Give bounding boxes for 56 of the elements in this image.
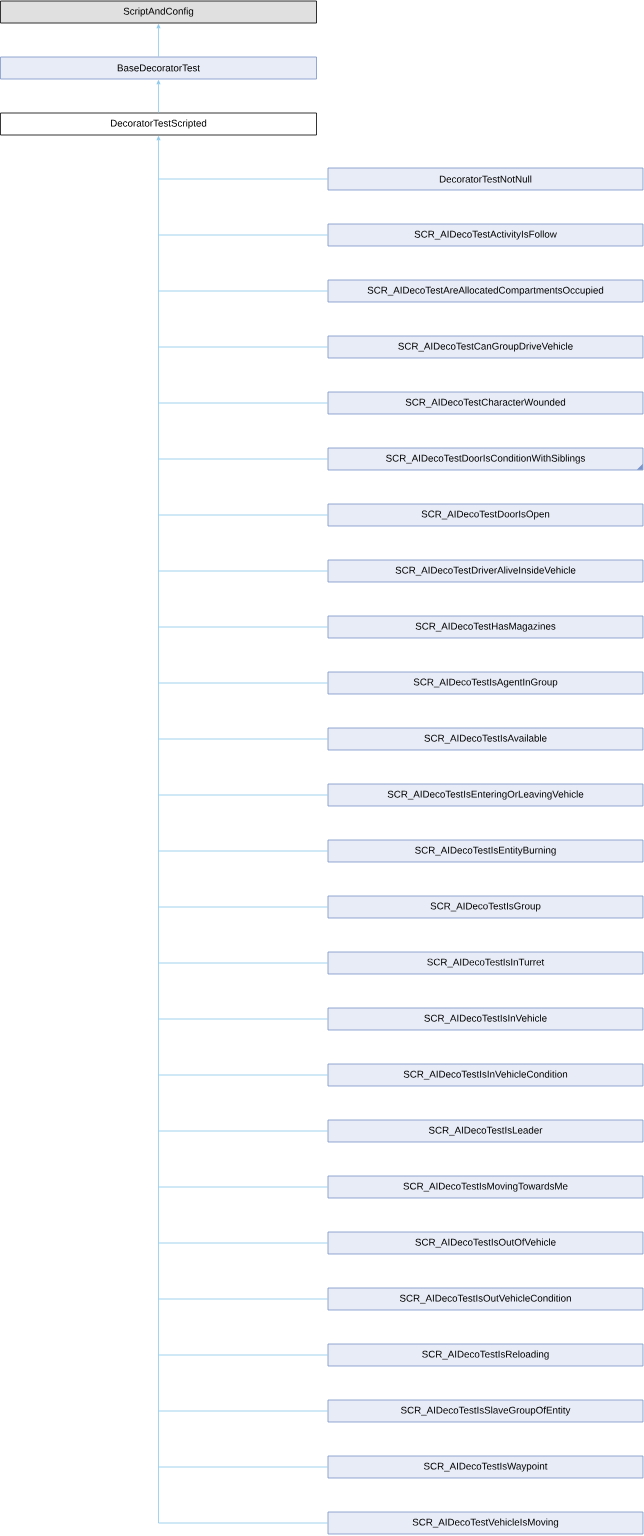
connector-line <box>158 738 328 740</box>
class-box: SCR_AIDecoTestIsOutVehicleCondition <box>327 1287 644 1311</box>
class-box: SCR_AIDecoTestIsEntityBurning <box>327 839 644 863</box>
connector-line <box>158 346 328 348</box>
inheritance-arrow <box>156 24 161 57</box>
connector-line <box>158 1466 328 1468</box>
class-box: SCR_AIDecoTestActivityIsFollow <box>327 223 644 247</box>
connector-line <box>158 234 328 236</box>
class-box: SCR_AIDecoTestIsInVehicle <box>327 1007 644 1031</box>
class-box: SCR_AIDecoTestCanGroupDriveVehicle <box>327 335 644 359</box>
class-box: SCR_AIDecoTestDoorIsConditionWithSiblings <box>327 447 644 471</box>
class-box: SCR_AIDecoTestHasMagazines <box>327 615 644 639</box>
class-box: SCR_AIDecoTestCharacterWounded <box>327 391 644 415</box>
class-box: SCR_AIDecoTestIsInVehicleCondition <box>327 1063 644 1087</box>
connector-line <box>158 1018 328 1020</box>
connector-line <box>158 1130 328 1132</box>
connector-line <box>158 906 328 908</box>
connector-line <box>158 962 328 964</box>
class-box: SCR_AIDecoTestIsSlaveGroupOfEntity <box>327 1399 644 1423</box>
connector-line <box>158 1410 328 1412</box>
connector-line <box>158 682 328 684</box>
class-box: SCR_AIDecoTestIsLeader <box>327 1119 644 1143</box>
connector-line <box>158 458 328 460</box>
connector-line <box>158 1522 328 1524</box>
inheritance-arrow <box>156 80 161 113</box>
connector-line <box>158 1074 328 1076</box>
connector-line <box>158 850 328 852</box>
class-box: SCR_AIDecoTestDoorIsOpen <box>327 503 644 527</box>
class-box: BaseDecoratorTest <box>0 56 317 80</box>
class-box: ScriptAndConfig <box>0 0 317 24</box>
connector-line <box>158 402 328 404</box>
class-box: DecoratorTestNotNull <box>327 167 644 191</box>
class-box: SCR_AIDecoTestAreAllocatedCompartmentsOccupied <box>327 279 644 303</box>
class-box: SCR_AIDecoTestIsGroup <box>327 895 644 919</box>
connector-line <box>158 1298 328 1300</box>
class-box: SCR_AIDecoTestIsAgentInGroup <box>327 671 644 695</box>
connector-line <box>158 1354 328 1356</box>
class-box: SCR_AIDecoTestIsAvailable <box>327 727 644 751</box>
class-box: DecoratorTestScripted <box>0 112 317 136</box>
class-box: SCR_AIDecoTestDriverAliveInsideVehicle <box>327 559 644 583</box>
class-box: SCR_AIDecoTestIsWaypoint <box>327 1455 644 1479</box>
connector-line <box>158 1186 328 1188</box>
connector-line <box>158 1242 328 1244</box>
connector-line <box>158 514 328 516</box>
class-box: SCR_AIDecoTestVehicleIsMoving <box>327 1511 644 1535</box>
connector-line <box>158 794 328 796</box>
connector-line <box>158 178 328 180</box>
inheritance-arrow <box>156 136 161 1524</box>
connector-line <box>158 626 328 628</box>
class-box: SCR_AIDecoTestIsEnteringOrLeavingVehicle <box>327 783 644 807</box>
connector-line <box>158 290 328 292</box>
class-box: SCR_AIDecoTestIsInTurret <box>327 951 644 975</box>
class-box: SCR_AIDecoTestIsReloading <box>327 1343 644 1367</box>
connector-line <box>158 570 328 572</box>
class-box: SCR_AIDecoTestIsOutOfVehicle <box>327 1231 644 1255</box>
class-box: SCR_AIDecoTestIsMovingTowardsMe <box>327 1175 644 1199</box>
